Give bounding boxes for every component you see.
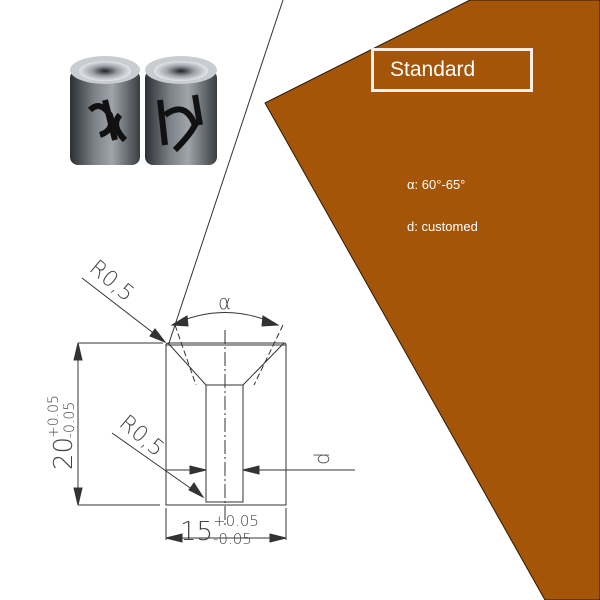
spec-angle: α: 60°-65° <box>407 177 466 192</box>
radius-top-label: R0,5 <box>84 255 139 306</box>
width-tol-plus: +0.05 <box>213 512 259 530</box>
angle-label: α <box>218 290 231 314</box>
spec-bore: d: customed <box>407 219 478 234</box>
technical-drawing <box>73 0 355 543</box>
height-tol-minus: -0.05 <box>62 402 78 438</box>
width-tol-minus: -0.05 <box>213 530 252 548</box>
bore-label: d <box>310 452 334 465</box>
height-value: 20 <box>49 437 79 470</box>
width-value: 15 <box>180 517 213 547</box>
product-photo <box>70 56 217 165</box>
brown-panel <box>264 0 600 600</box>
height-tol-plus: +0.05 <box>46 395 62 438</box>
standard-title: Standard <box>390 58 476 81</box>
standard-box: Standard <box>371 48 533 92</box>
